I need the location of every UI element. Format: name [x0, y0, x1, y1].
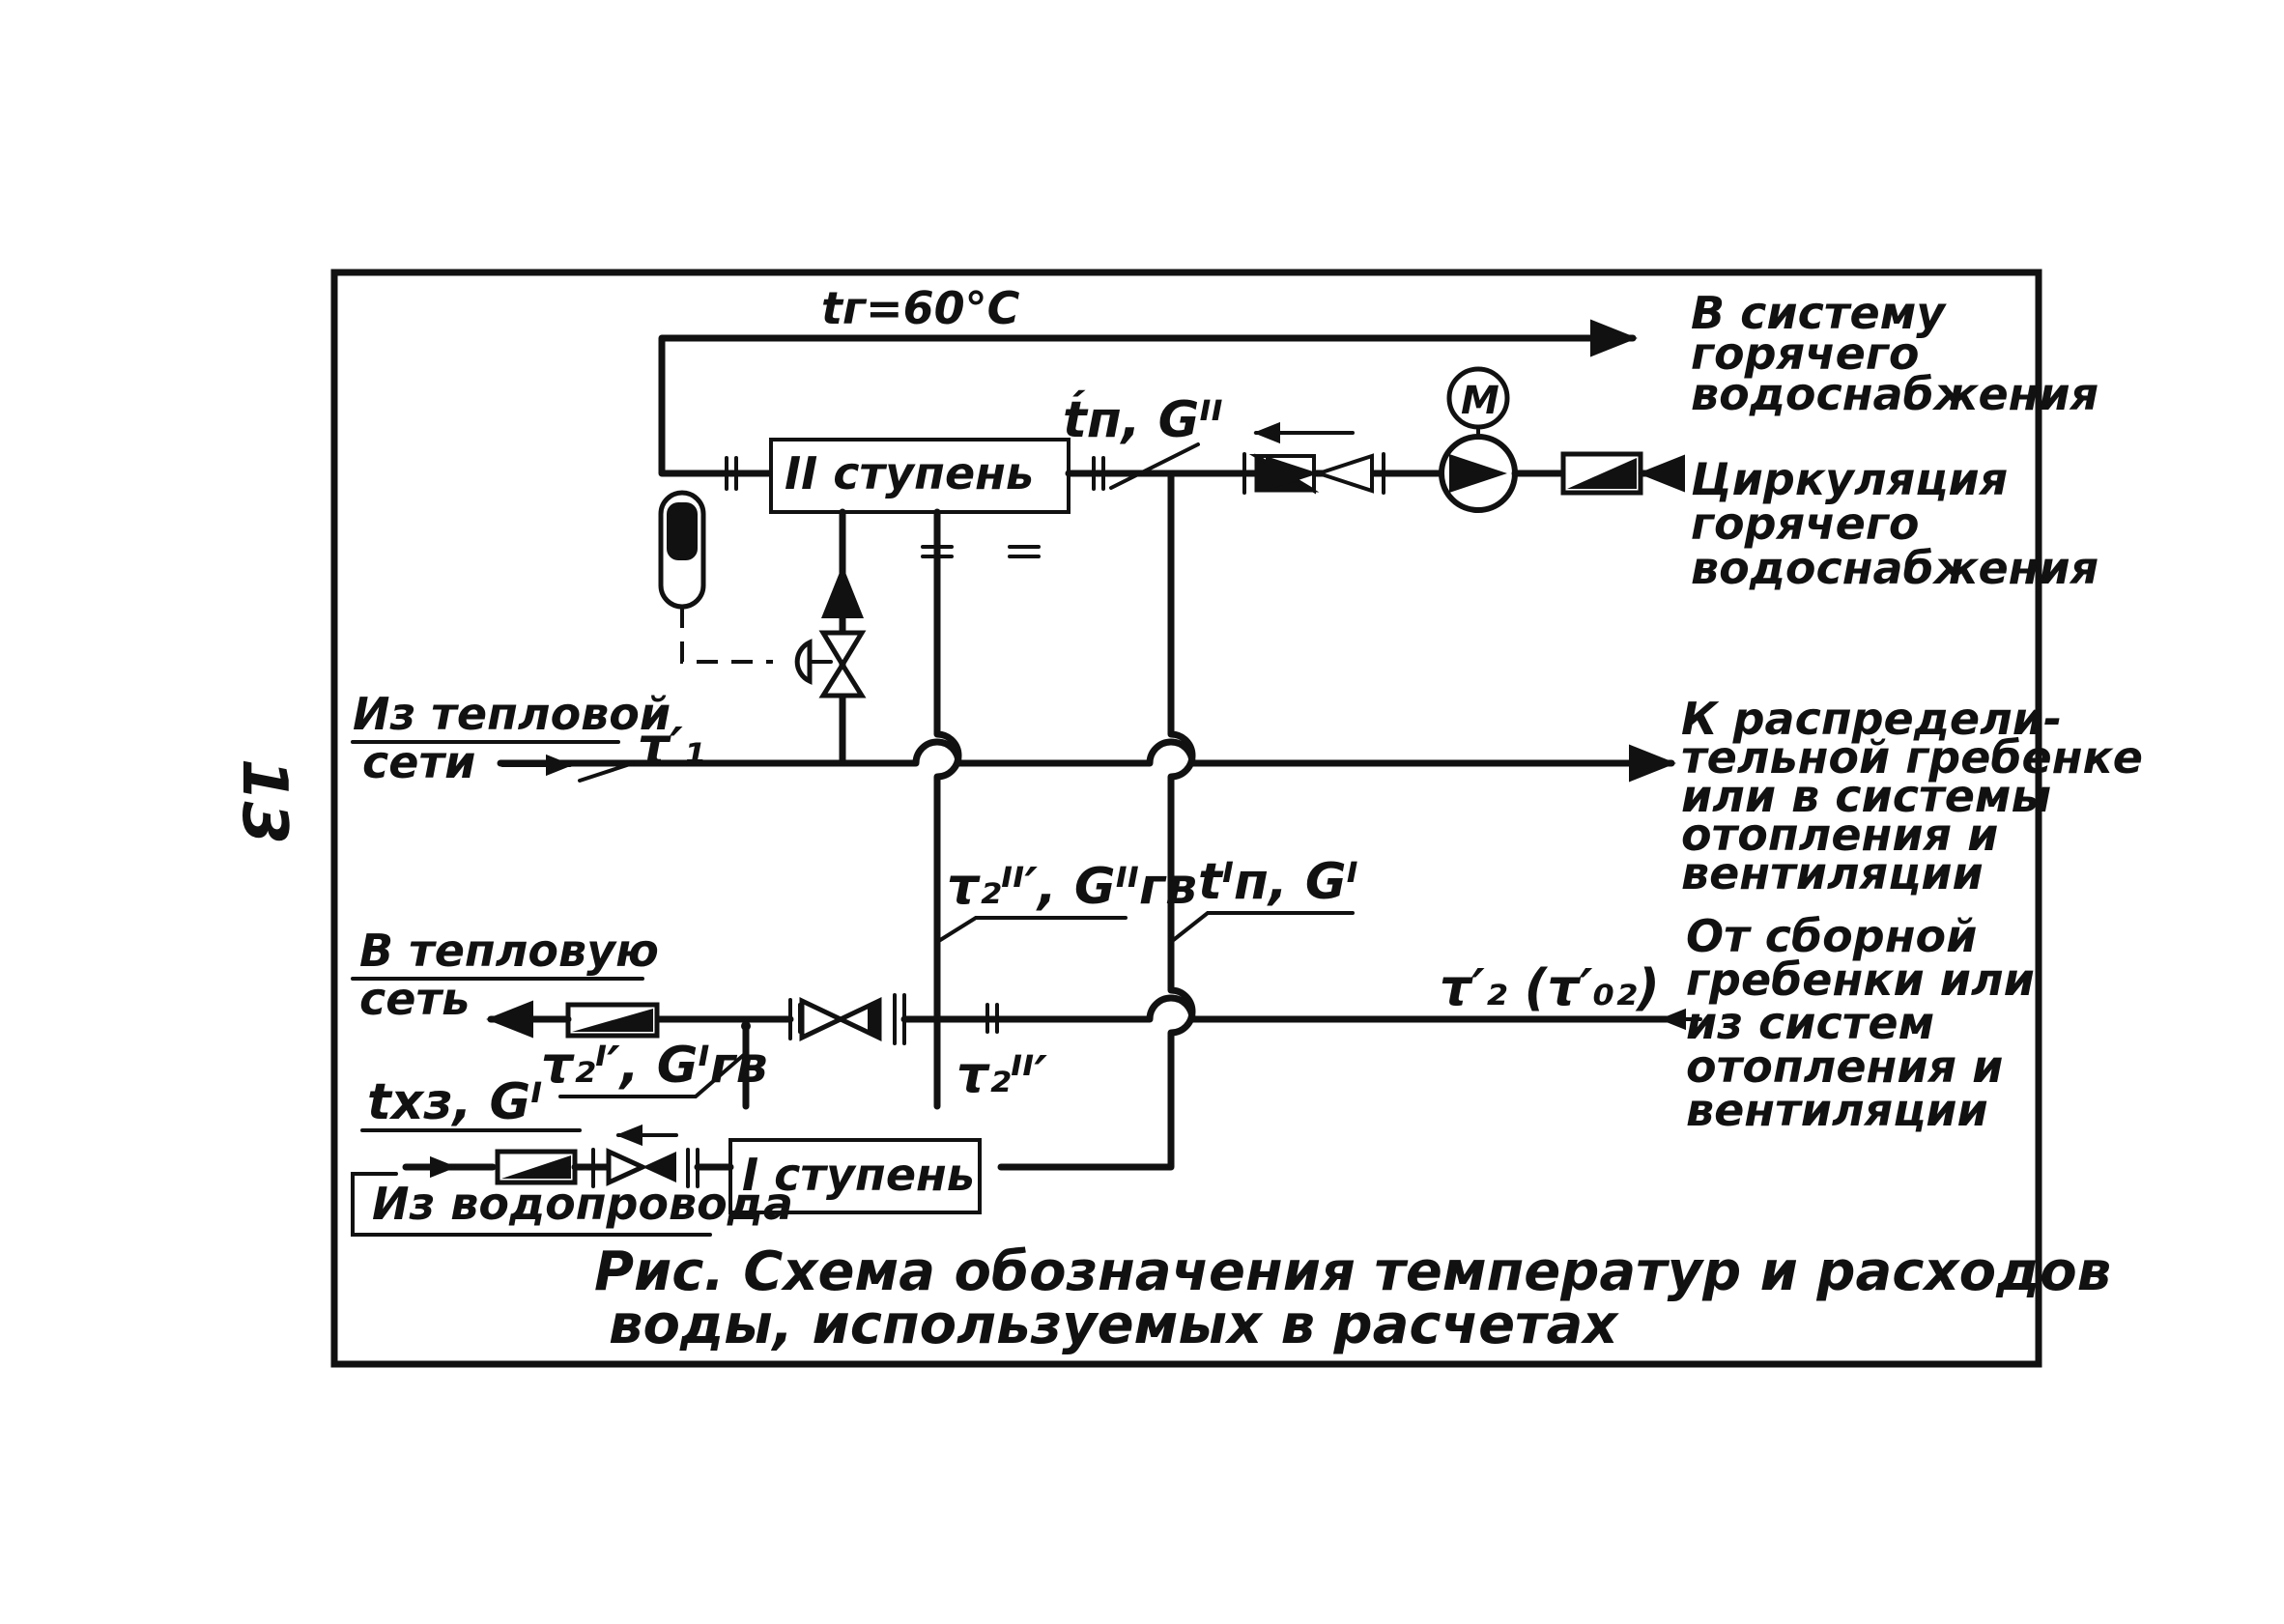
return-filter [565, 1002, 660, 1039]
circulation-filter [1560, 451, 1643, 496]
label-from-collector: От сборной гребенки или из систем отопле… [1686, 910, 2035, 1136]
motor-label: M [1461, 379, 1499, 423]
svg-text:отопления и: отопления и [1681, 809, 1998, 861]
tn1-symbol: tᴵп, Gᴵ [1198, 853, 1358, 911]
svg-text:водоснабжения: водоснабжения [1691, 368, 2098, 420]
tap-junction [741, 1021, 751, 1031]
stage2-label: II ступень [785, 447, 1034, 499]
caption-line-2: воды, используемых в расчетах [609, 1294, 1619, 1356]
hot-water-supply-line [658, 319, 1638, 477]
svg-text:горячего: горячего [1691, 328, 1920, 380]
svg-text:В систему: В систему [1691, 287, 1947, 339]
tn1-leader [1169, 911, 1355, 944]
label-to-hot-water-system: В систему горячего водоснабжения [1691, 287, 2098, 420]
circulation-pump: M [1439, 366, 1518, 513]
preheated-water-riser [997, 470, 1196, 1171]
svg-text:водоснабжения: водоснабжения [1691, 542, 2098, 594]
svg-text:сети: сети [362, 736, 475, 788]
regulator-actuator [794, 639, 833, 685]
tau1-leader [578, 761, 635, 783]
return-gate-valve [788, 993, 906, 1045]
txz-symbol: tхз, Gᴵ [367, 1073, 542, 1131]
temperature-sensor [658, 490, 706, 610]
svg-text:тельной гребенке: тельной гребенке [1681, 731, 2143, 784]
svg-text:вентиляции: вентиляции [1681, 847, 1984, 899]
stage1-heat-exchanger [728, 1138, 982, 1214]
label-circulation: Циркуляция горячего водоснабжения [1691, 453, 2098, 594]
regulating-valve [818, 630, 867, 698]
stage2-heat-exchanger [769, 438, 1071, 514]
tau2-main-symbol: τ′₂ (τ′₀₂) [1440, 959, 1660, 1017]
tau1-symbol: τ′₁ [638, 718, 705, 776]
stage1-label: I ступень [742, 1149, 975, 1201]
svg-text:Из тепловой: Из тепловой [353, 688, 671, 740]
flange-symbols [725, 456, 1105, 1034]
check-valve-mark [1109, 442, 1200, 490]
network-supply-line [497, 738, 1676, 783]
frame [330, 269, 2042, 1368]
tau2-2-symbol: τ₂ᴵᴵ′, Gᴵᴵгв [947, 858, 1197, 916]
svg-text:От сборной: От сборной [1686, 910, 1977, 962]
impulse-line [680, 607, 773, 664]
svg-text:сеть: сеть [359, 973, 470, 1025]
svg-text:Циркуляция: Циркуляция [1691, 453, 2008, 505]
svg-text:гребенки или: гребенки или [1686, 954, 2035, 1006]
page-number: 13 [228, 758, 300, 844]
supply-direction-triangle [821, 565, 864, 618]
svg-text:отопления и: отопления и [1686, 1040, 2003, 1093]
svg-text:вентиляции: вентиляции [1686, 1084, 1988, 1136]
svg-text:или в системы: или в системы [1681, 770, 2051, 822]
water-supply-bracket [351, 1172, 712, 1237]
tn2-symbol: t́п, Gᴵᴵ [1063, 390, 1223, 449]
svg-text:К распредели-: К распредели- [1681, 693, 2062, 745]
svg-text:горячего: горячего [1691, 498, 1920, 550]
label-to-distribution: К распредели- тельной гребенке или в сис… [1681, 693, 2143, 899]
label-from-heating-network: Из тепловой сети [351, 688, 671, 788]
svg-text:В тепловую: В тепловую [359, 925, 659, 977]
tau2-2-leader [935, 916, 1128, 944]
tau2-1-leader [558, 1051, 748, 1098]
network-return-line [912, 994, 1685, 1023]
label-from-water-supply: Из водопровода [372, 1178, 793, 1230]
caption-line-1: Рис. Схема обозначения температур и расх… [594, 1240, 2111, 1303]
tau2-2b-symbol: τ₂ᴵᴵ′ [956, 1046, 1047, 1104]
label-to-heating-network: В тепловую сеть [351, 925, 659, 1025]
svg-text:из систем: из систем [1686, 997, 1934, 1049]
circulation-gate-valve [1242, 452, 1385, 495]
hot-water-temperature: tг=60°C [821, 282, 1020, 334]
